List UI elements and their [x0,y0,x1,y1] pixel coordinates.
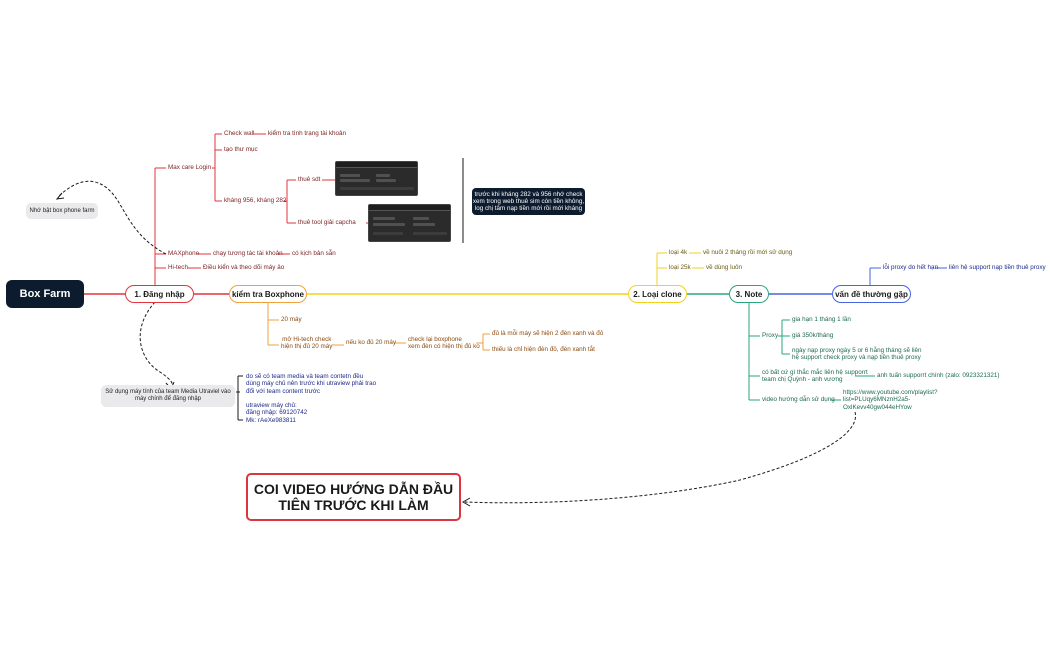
note-su-dung-may-tinh[interactable]: Sử dụng máy tính của team Media Utraviel… [101,385,235,407]
topic-loai-25k[interactable]: loại 25k [669,264,691,271]
topic-check-wall[interactable]: Check wall [224,130,255,137]
topic-proxy-nap[interactable]: ngày nạp proxy ngày 5 or 6 hằng tháng sẽ… [792,347,922,362]
topic-thue-sdt[interactable]: thuê sdt [298,176,321,183]
topic-video-huong-dan[interactable]: video hướng dẫn sử dụng [762,396,835,403]
remote-access-info[interactable]: do sẽ có team media và team contetn đều … [246,373,377,424]
callout-coi-video[interactable]: COI VIDEO HƯỚNG DẪN ĐẦU TIÊN TRƯỚC KHI L… [246,473,461,521]
root-node[interactable]: Box Farm [6,280,84,308]
topic-thue-tool-capcha[interactable]: thuê tool giải capcha [298,219,356,226]
node-loai-clone[interactable]: 2. Loại clone [628,285,687,303]
topic-hitech[interactable]: Hi-tech [168,264,188,271]
node-van-de-thuong-gap[interactable]: vấn đề thường gặp [832,285,911,303]
topic-maxphone-detail-2[interactable]: có kịch bản sẵn [292,250,336,257]
topic-loai-4k[interactable]: loại 4k [669,249,688,256]
topic-proxy[interactable]: Proxy [762,332,779,339]
screenshot-thue-tool-capcha[interactable] [368,204,451,242]
topic-neu-ko-du[interactable]: nếu ko đủ 20 máy [346,339,397,346]
topic-loi-proxy[interactable]: lỗi proxy do hết hạn [883,264,938,271]
node-note[interactable]: 3. Note [729,285,769,303]
topic-proxy-gia-han[interactable]: gia hạn 1 tháng 1 lần [792,316,851,323]
topic-check-wall-detail[interactable]: kiểm tra tình trạng tài khoản [268,130,347,137]
topic-max-care-login[interactable]: Max care Login [168,164,212,171]
topic-proxy-gia[interactable]: giá 350k/tháng [792,332,834,339]
topic-thieu-den[interactable]: thiếu là chỉ hiện đèn đỏ, đèn xanh tắt [492,346,595,353]
topic-loai-25k-detail[interactable]: về dùng luôn [706,264,743,271]
video-playlist-link[interactable]: https://www.youtube.com/playlist? list=P… [843,389,938,411]
node-kiem-tra-boxphone[interactable]: kiểm tra Boxphone [229,285,307,303]
topic-support-chinh[interactable]: anh tuấn supporrt chính (zalo: 092332132… [877,372,1000,379]
node-dang-nhap[interactable]: 1. Đăng nhập [125,285,194,303]
topic-maxphone-detail[interactable]: chạy tương tác tài khoản [213,250,283,257]
topic-hitech-detail[interactable]: Điều kiển và theo dõi máy ảo [203,264,285,271]
topic-mo-hitech-check[interactable]: mở Hi-tech check hiện thị đủ 20 máy [281,336,333,351]
topic-loi-proxy-detail[interactable]: liên hệ support nạp tiền thuê proxy [949,264,1046,271]
topic-du-den[interactable]: đủ là mỗi máy sẽ hiện 2 đèn xanh và đỏ [492,330,604,337]
topic-loai-4k-detail[interactable]: về nuôi 2 tháng rồi mới sử dụng [703,249,793,256]
callout-khang-warning[interactable]: trước khi kháng 282 và 956 nhớ check xem… [472,188,585,215]
topic-khang[interactable]: kháng 956, kháng 282 [224,197,287,204]
topic-check-lai-boxphone[interactable]: check lại boxphone xem đèn có hiện thị đ… [408,336,480,351]
note-bat-box-phone-farm[interactable]: Nhớ bật box phone farm [26,203,98,219]
topic-tao-thu-muc[interactable]: tạo thư mục [224,146,258,153]
screenshot-thue-sdt[interactable] [335,161,418,196]
topic-lien-he-support[interactable]: có bất cứ gì thắc mắc liên hệ supporrt t… [762,369,868,384]
topic-20-may[interactable]: 20 máy [281,316,302,323]
topic-maxphone[interactable]: MAXphone [168,250,200,257]
